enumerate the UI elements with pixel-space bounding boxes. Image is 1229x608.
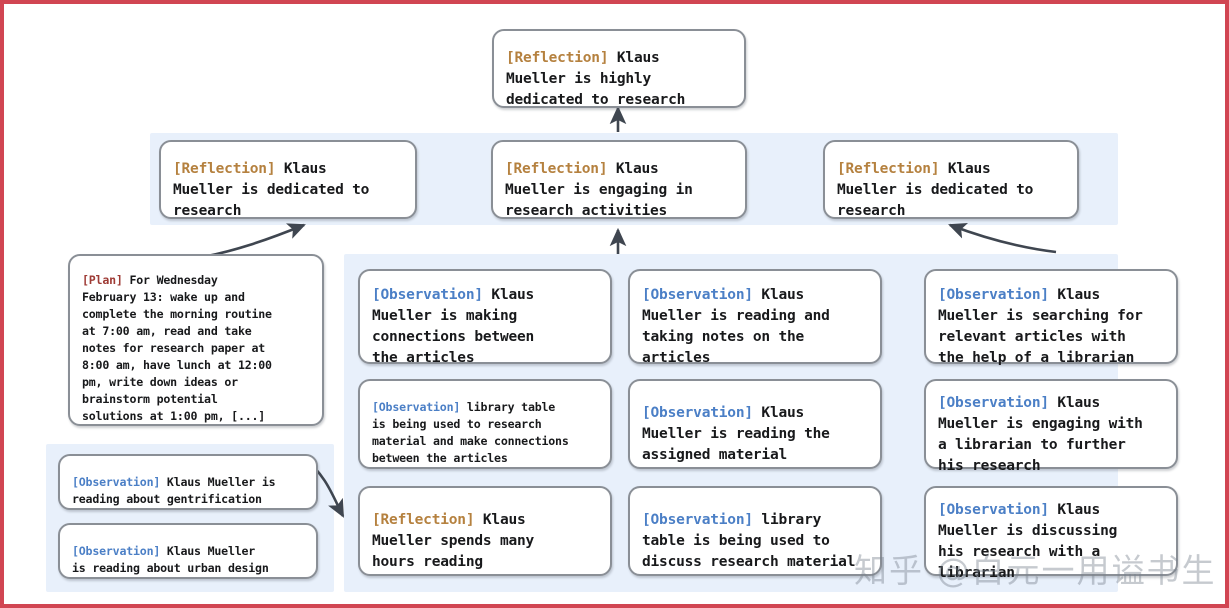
node-text: [Observation] Klaus Mueller is reading t… (630, 382, 880, 466)
tag-observation: [Observation] (642, 405, 753, 421)
node-body: Klaus Mueller is searching for relevant … (938, 287, 1143, 366)
node-observation-c3-1[interactable]: [Observation] Klaus Mueller is searching… (924, 269, 1178, 366)
node-body: Klaus Mueller is dedicated to research (173, 160, 370, 219)
node-text: [Observation] Klaus Mueller is engaging … (926, 372, 1176, 477)
node-text: [Reflection] Klaus Mueller is dedicated … (825, 138, 1077, 222)
tag-plan: [Plan] (82, 273, 123, 287)
node-text: [Observation] library table is being use… (630, 489, 880, 573)
watermark: 知乎 @白元一用谥书生 (854, 551, 1217, 590)
node-observation-c3-2[interactable]: [Observation] Klaus Mueller is engaging … (924, 379, 1178, 474)
tag-reflection: [Reflection] (837, 160, 940, 177)
node-reflection-c1-3[interactable]: [Reflection] Klaus Mueller spends many h… (358, 486, 612, 576)
node-observation-left-2[interactable]: [Observation] Klaus Mueller is reading a… (58, 523, 318, 579)
node-text: [Reflection] Klaus Mueller spends many h… (360, 489, 610, 573)
node-body: Klaus Mueller is reading about gentrific… (72, 474, 276, 506)
node-text: [Observation] Klaus Mueller is discussin… (926, 479, 1176, 584)
tag-observation: [Observation] (642, 512, 753, 528)
node-body: Klaus Mueller is making connections betw… (372, 287, 535, 366)
node-text: [Observation] library table is being use… (360, 382, 610, 467)
node-observation-c1-2[interactable]: [Observation] library table is being use… (358, 379, 612, 469)
node-body: Klaus Mueller is reading and taking note… (642, 287, 830, 366)
node-text: [Reflection] Klaus Mueller is highly ded… (494, 27, 744, 111)
node-body: Klaus Mueller is highly dedicated to res… (506, 49, 686, 108)
node-observation-c3-3[interactable]: [Observation] Klaus Mueller is discussin… (924, 486, 1178, 581)
tag-reflection: [Reflection] (506, 49, 609, 66)
node-observation-c2-3[interactable]: [Observation] library table is being use… (628, 486, 882, 576)
node-body: Klaus Mueller spends many hours reading (372, 512, 535, 570)
node-body: Klaus Mueller is engaging with a librari… (938, 394, 1143, 474)
node-text: [Observation] Klaus Mueller is reading a… (60, 526, 316, 577)
node-root-reflection[interactable]: [Reflection] Klaus Mueller is highly ded… (492, 29, 746, 108)
node-body: library table is being used to research … (372, 399, 569, 465)
tag-observation: [Observation] (72, 474, 161, 489)
node-text: [Reflection] Klaus Mueller is dedicated … (161, 138, 415, 222)
tag-reflection: [Reflection] (372, 512, 475, 528)
node-reflection-left[interactable]: [Reflection] Klaus Mueller is dedicated … (159, 140, 417, 219)
node-body: Klaus Mueller is dedicated to research (837, 160, 1034, 219)
node-observation-c2-1[interactable]: [Observation] Klaus Mueller is reading a… (628, 269, 882, 366)
node-reflection-center[interactable]: [Reflection] Klaus Mueller is engaging i… (491, 140, 747, 219)
node-reflection-right[interactable]: [Reflection] Klaus Mueller is dedicated … (823, 140, 1079, 219)
node-plan[interactable]: [Plan] For Wednesday February 13: wake u… (68, 254, 324, 426)
arrow-obsright-to-midright (948, 222, 1057, 254)
node-observation-c2-2[interactable]: [Observation] Klaus Mueller is reading t… (628, 379, 882, 469)
node-text: [Observation] Klaus Mueller is searching… (926, 264, 1176, 369)
tag-observation: [Observation] (372, 287, 483, 303)
node-body: Klaus Mueller is engaging in research ac… (505, 160, 693, 219)
node-observation-c1-1[interactable]: [Observation] Klaus Mueller is making co… (358, 269, 612, 366)
node-text: [Observation] Klaus Mueller is making co… (360, 264, 610, 369)
node-body: For Wednesday February 13: wake up and c… (82, 273, 272, 423)
node-body: Klaus Mueller is discussing his research… (938, 501, 1118, 581)
node-text: [Plan] For Wednesday February 13: wake u… (70, 255, 322, 425)
tag-observation: [Observation] (72, 543, 161, 558)
tag-observation: [Observation] (938, 394, 1049, 411)
node-text: [Observation] Klaus Mueller is reading a… (60, 457, 316, 508)
node-body: Klaus Mueller is reading about urban des… (72, 543, 269, 575)
tag-observation: [Observation] (642, 287, 753, 303)
node-text: [Observation] Klaus Mueller is reading a… (630, 264, 880, 369)
node-body: Klaus Mueller is reading the assigned ma… (642, 405, 830, 463)
node-body: library table is being used to discuss r… (642, 512, 856, 570)
tag-observation: [Observation] (372, 399, 461, 414)
tag-reflection: [Reflection] (505, 160, 608, 177)
tag-observation: [Observation] (938, 287, 1049, 303)
node-text: [Reflection] Klaus Mueller is engaging i… (493, 138, 745, 222)
tag-observation: [Observation] (938, 501, 1049, 518)
tag-reflection: [Reflection] (173, 160, 276, 177)
node-observation-left-1[interactable]: [Observation] Klaus Mueller is reading a… (58, 454, 318, 510)
